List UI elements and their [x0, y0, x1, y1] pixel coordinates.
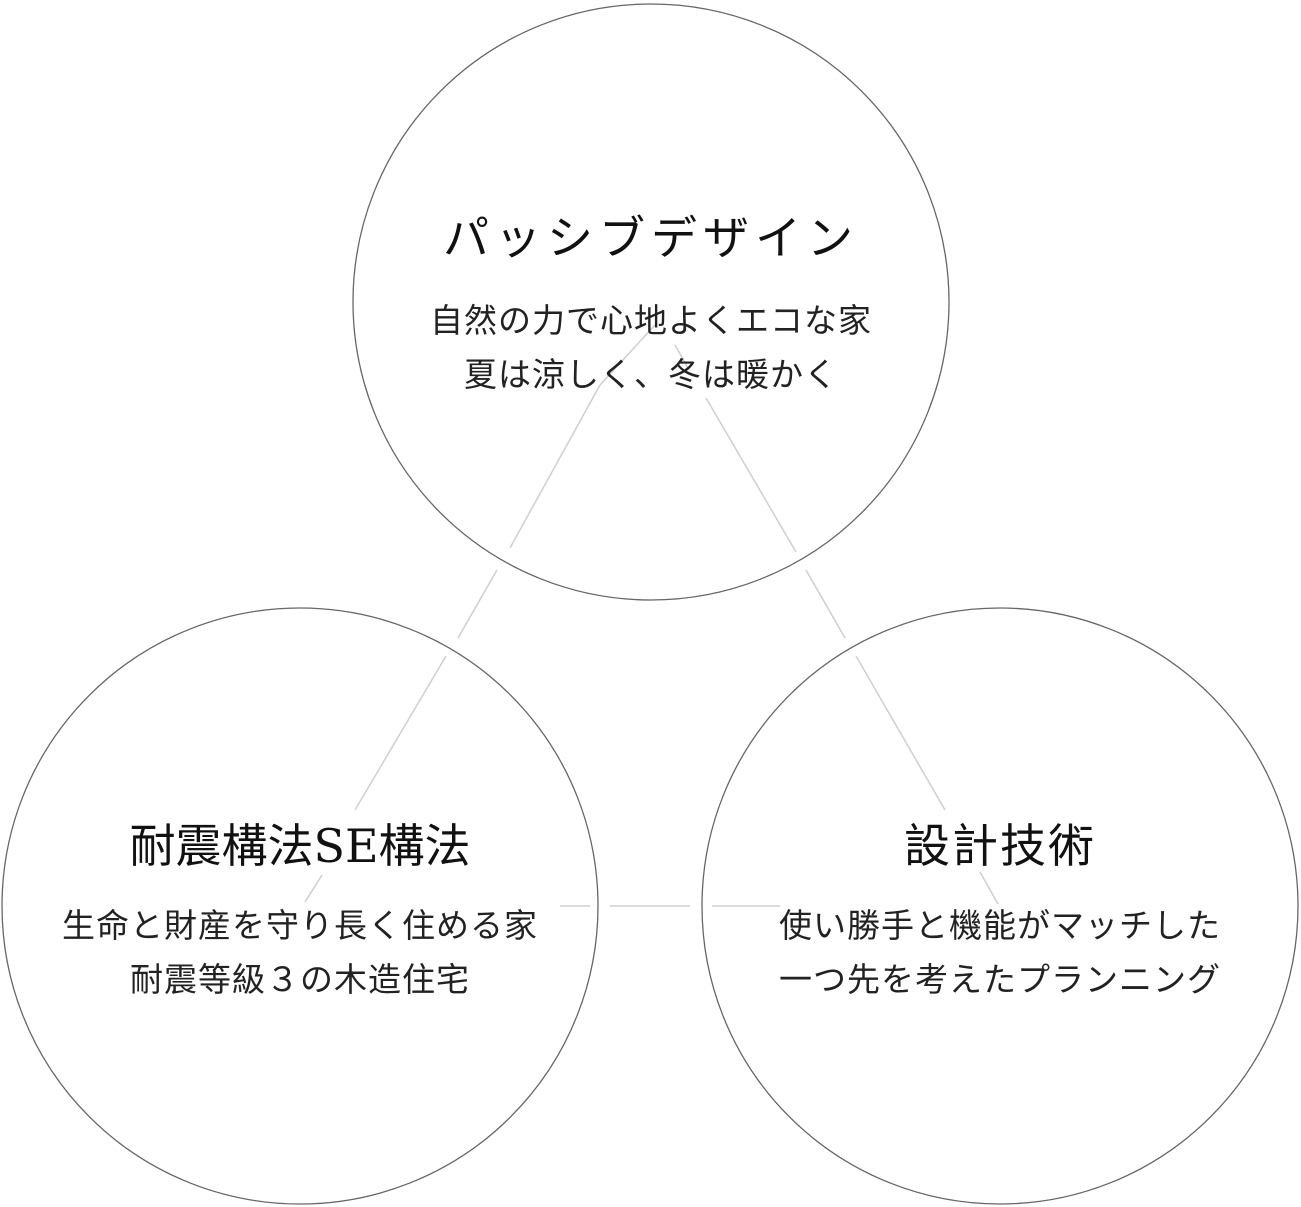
connector-lines — [304, 324, 999, 907]
connector-segment — [805, 569, 846, 639]
circle-description-line: 生命と財産を守り長く住める家 — [62, 906, 538, 945]
circle-title: パッシブデザイン — [443, 211, 859, 265]
circle-description-line: 一つ先を考えたプランニング — [779, 960, 1221, 999]
circle-title: 耐震構法SE構法 — [129, 819, 470, 873]
circle-description-line: 使い勝手と機能がマッチした — [779, 906, 1221, 945]
circle-seismic-structure — [1, 607, 599, 1205]
circle-description-line: 自然の力で心地よくエコな家 — [430, 301, 872, 340]
circle-passive-design — [352, 3, 950, 601]
connector-segment — [979, 871, 999, 905]
circle-passive-content: パッシブデザイン 自然の力で心地よくエコな家 夏は涼しく、冬は暖かく — [430, 211, 872, 394]
circle-design-technology — [701, 607, 1299, 1205]
circle-description-line: 耐震等級３の木造住宅 — [130, 960, 470, 999]
connector-segment — [855, 655, 946, 811]
circle-design-content: 設計技術 使い勝手と機能がマッチした 一つ先を考えたプランニング — [779, 819, 1221, 999]
circle-description-line: 夏は涼しく、冬は暖かく — [464, 355, 838, 394]
connector-segment — [599, 324, 656, 386]
connector-segment — [674, 344, 689, 369]
connector-segment — [457, 569, 498, 639]
connector-segment — [354, 655, 447, 811]
connector-segment — [304, 874, 323, 903]
circle-title: 設計技術 — [904, 819, 1096, 873]
circle-structure-content: 耐震構法SE構法 生命と財産を守り長く住める家 耐震等級３の木造住宅 — [62, 819, 538, 999]
circles — [1, 3, 1299, 1205]
connector-segment — [705, 397, 797, 553]
connector-segment — [509, 384, 601, 549]
